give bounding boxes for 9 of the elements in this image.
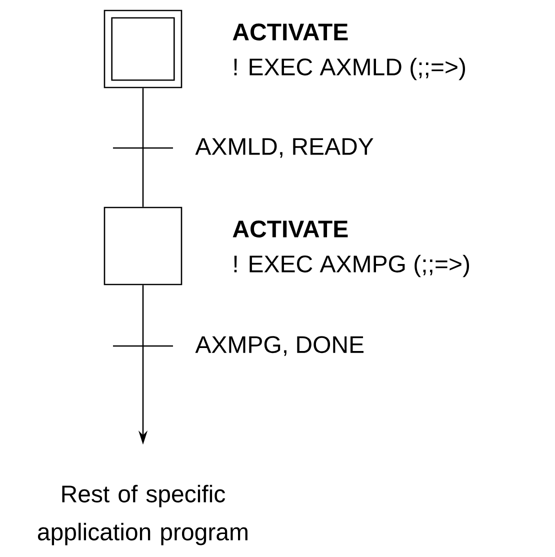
transition-label: AXMPG, DONE [195, 336, 364, 356]
action-text: ! EXEC AXMLD (;;=>) [234, 58, 465, 80]
action-text: ACTIVATE [232, 220, 348, 238]
initial-step-box [104, 10, 182, 88]
action-text: ACTIVATE [232, 24, 348, 40]
caption-text: Rest of specific application program [38, 484, 248, 546]
step-box [104, 206, 182, 286]
transition-label: AXMLD, READY [195, 138, 374, 158]
action-text: ! EXEC AXMPG (;;=>) [234, 254, 469, 278]
